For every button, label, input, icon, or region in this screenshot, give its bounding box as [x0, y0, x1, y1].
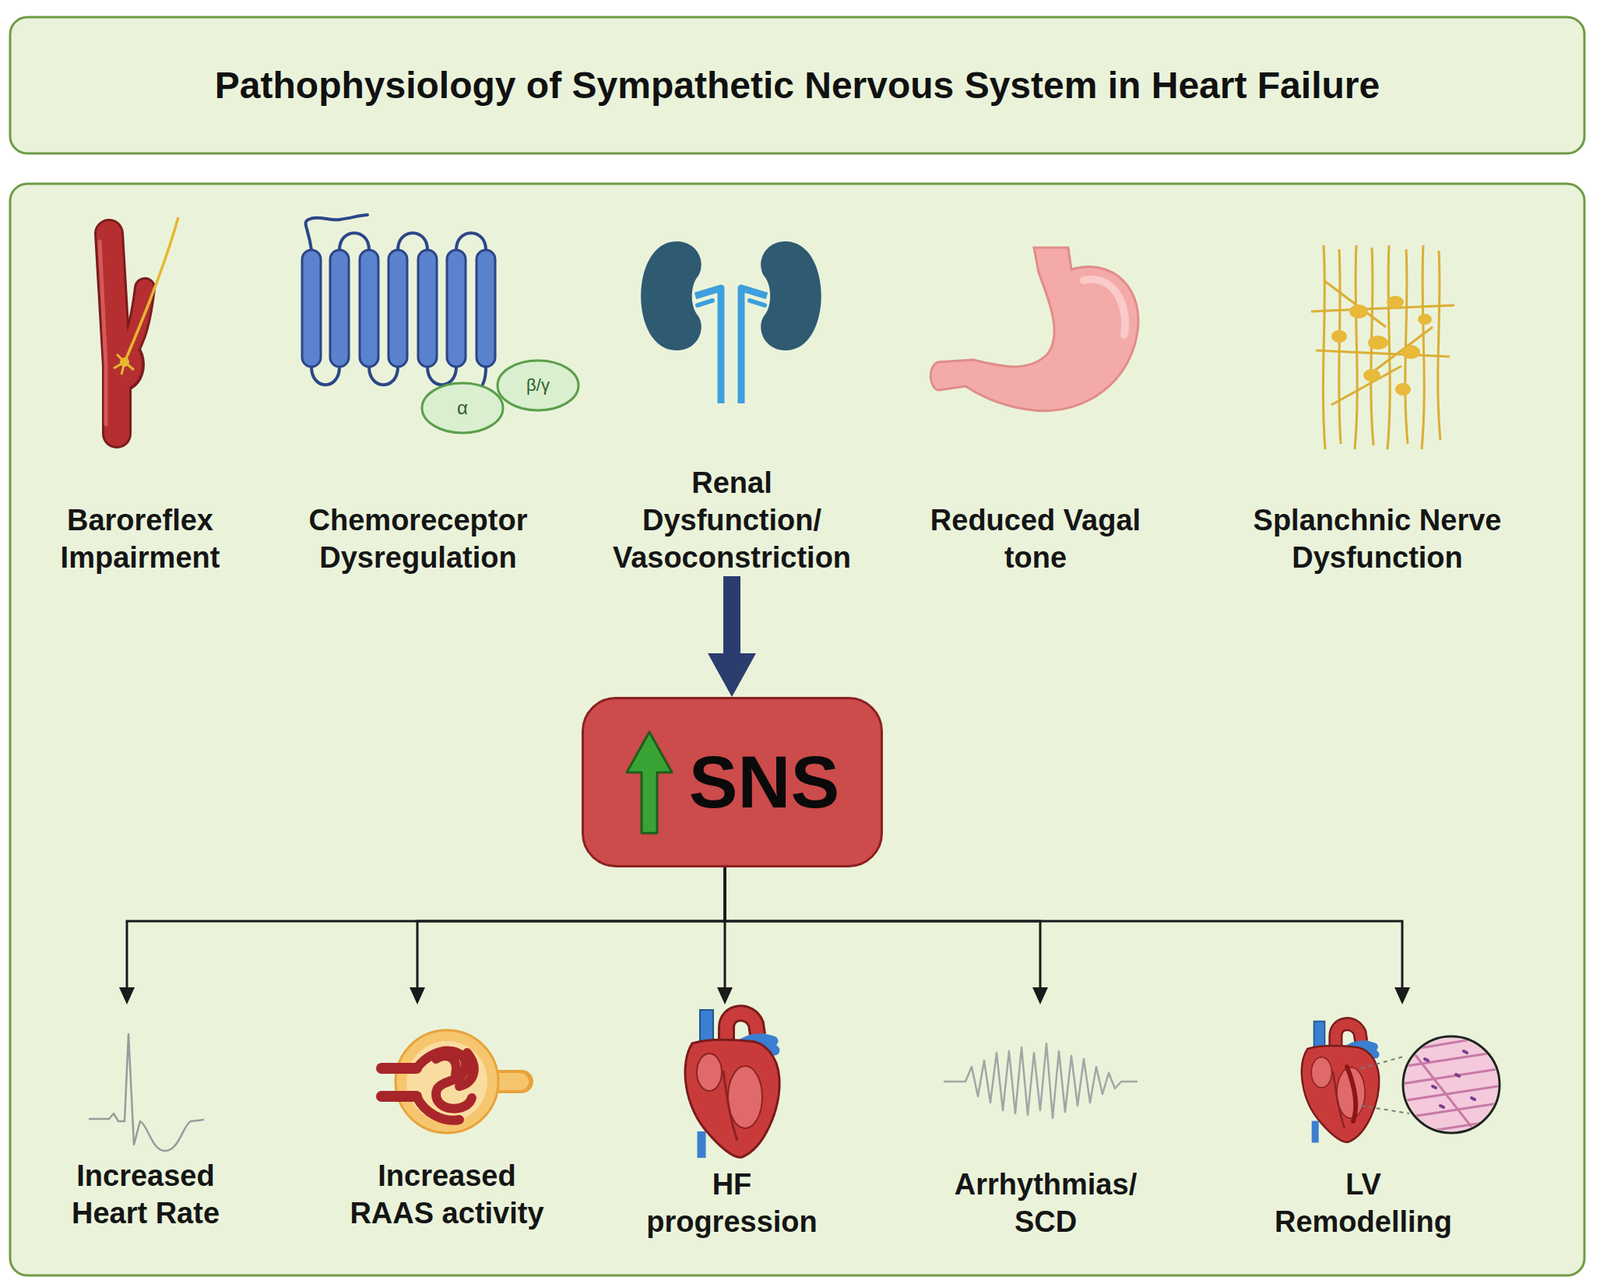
glomerulus-icon — [416, 1051, 475, 1121]
nerve-plexus-icon — [1395, 383, 1411, 396]
kidneys-icon — [741, 241, 822, 404]
icon-node: Increased RAAS activity — [337, 1004, 556, 1232]
remodelled-heart-icon — [1424, 1051, 1475, 1108]
gpcr-icon — [418, 249, 437, 367]
subunit-label: α — [457, 397, 468, 419]
glomerulus-icon — [406, 1040, 488, 1122]
arrhythmia-trace — [943, 1043, 1138, 1119]
gpcr-icon — [359, 249, 379, 367]
subunit-label: β/γ — [526, 375, 550, 396]
stomach-icon — [1083, 279, 1126, 335]
connector-arrow — [126, 867, 725, 996]
remodelled-heart-icon — [1403, 1036, 1500, 1133]
node-label: Increased RAAS activity — [337, 1156, 556, 1232]
connector-arrow — [724, 867, 727, 996]
node-label: Splanchnic Nerve Dysfunction — [1237, 501, 1518, 577]
gpcr-icon — [302, 214, 579, 433]
ecg-icon — [88, 1033, 204, 1151]
glomerulus-icon — [381, 1068, 417, 1097]
arrhythmia-trace — [943, 1043, 1138, 1119]
kidneys-icon — [640, 241, 822, 404]
icon-node: Increased Heart Rate — [44, 1004, 247, 1232]
artery-icon — [119, 357, 130, 367]
gpcr-icon — [476, 249, 496, 367]
sns-label: SNS — [689, 743, 840, 822]
nerve-plexus-icon — [1367, 335, 1389, 350]
stomach-icon — [930, 247, 1139, 412]
block-arrow — [723, 576, 741, 666]
node-label: Increased Heart Rate — [44, 1156, 247, 1232]
remodelled-heart-icon — [1401, 1035, 1503, 1137]
title-band — [10, 17, 1585, 154]
nerve-plexus-icon — [1349, 304, 1368, 319]
kidneys-icon — [640, 241, 721, 404]
remodelled-heart-icon — [1401, 1035, 1503, 1137]
gpcr-icon — [311, 232, 486, 391]
node-label: Arrhythmias/ SCD — [936, 1165, 1155, 1241]
icon-node: Chemoreceptor Dysregulation — [289, 206, 547, 577]
node-label: LV Remodelling — [1265, 1165, 1461, 1241]
nerve-plexus-icon — [1417, 313, 1432, 325]
gpcr-icon — [421, 383, 503, 433]
gpcr-icon — [446, 249, 466, 367]
gpcr-icon — [330, 249, 349, 367]
diagram-title: Pathophysiology of Sympathetic Nervous S… — [10, 17, 1585, 154]
icon-node: Baroreflex Impairment — [35, 206, 246, 577]
node-label: HF progression — [638, 1165, 826, 1241]
up-arrow-icon — [625, 730, 674, 835]
gpcr-icon — [497, 360, 579, 411]
artery-icon — [99, 241, 106, 425]
artery-icon — [107, 341, 142, 388]
artery-icon — [109, 233, 117, 434]
icon-node: Splanchnic Nerve Dysfunction — [1237, 206, 1518, 577]
icon-node: Arrhythmias/ SCD — [936, 1004, 1155, 1241]
remodelled-heart-icon — [1404, 1037, 1499, 1132]
remodelled-heart-icon — [1301, 1021, 1379, 1143]
gpcr-icon — [302, 249, 321, 367]
node-label: Renal Dysfunction/ Vasoconstriction — [601, 464, 862, 577]
ecg-icon — [88, 1033, 204, 1151]
glomerulus-icon — [395, 1030, 499, 1133]
heart-icon — [685, 1009, 780, 1158]
artery-icon — [99, 217, 179, 434]
nerve-plexus-icon — [1331, 330, 1347, 343]
connector-arrow — [724, 867, 1041, 996]
icon-node: Reduced Vagal tone — [918, 206, 1153, 577]
nerve-plexus-icon — [1363, 369, 1381, 382]
connector-arrow — [417, 867, 725, 996]
node-label: Baroreflex Impairment — [35, 501, 246, 577]
node-label: Chemoreceptor Dysregulation — [289, 501, 547, 577]
stomach-icon — [930, 247, 1139, 412]
remodelled-heart-icon — [1346, 1066, 1356, 1122]
remodelled-heart-icon — [1301, 1021, 1503, 1143]
node-label: Reduced Vagal tone — [918, 501, 1153, 577]
gpcr-icon — [388, 249, 408, 367]
main-panel — [10, 183, 1585, 1276]
nerve-plexus-icon — [1311, 245, 1455, 450]
sns-box: SNS — [581, 696, 883, 868]
nerve-plexus-icon — [1311, 280, 1455, 405]
icon-node: Renal Dysfunction/ Vasoconstriction — [601, 206, 862, 577]
connector-arrow — [724, 867, 1403, 996]
icon-node: HF progression — [638, 1004, 826, 1241]
nerve-plexus-icon — [1386, 295, 1404, 309]
glomerulus-icon — [381, 1030, 522, 1133]
artery-icon — [109, 233, 117, 434]
nerve-plexus-icon — [1401, 344, 1421, 359]
artery-icon — [124, 217, 179, 363]
heart-icon — [685, 1009, 780, 1158]
nerve-plexus-icon — [1322, 245, 1441, 450]
artery-icon — [113, 354, 134, 375]
icon-node: LV Remodelling — [1265, 1004, 1461, 1241]
up-arrow-icon — [626, 731, 672, 834]
